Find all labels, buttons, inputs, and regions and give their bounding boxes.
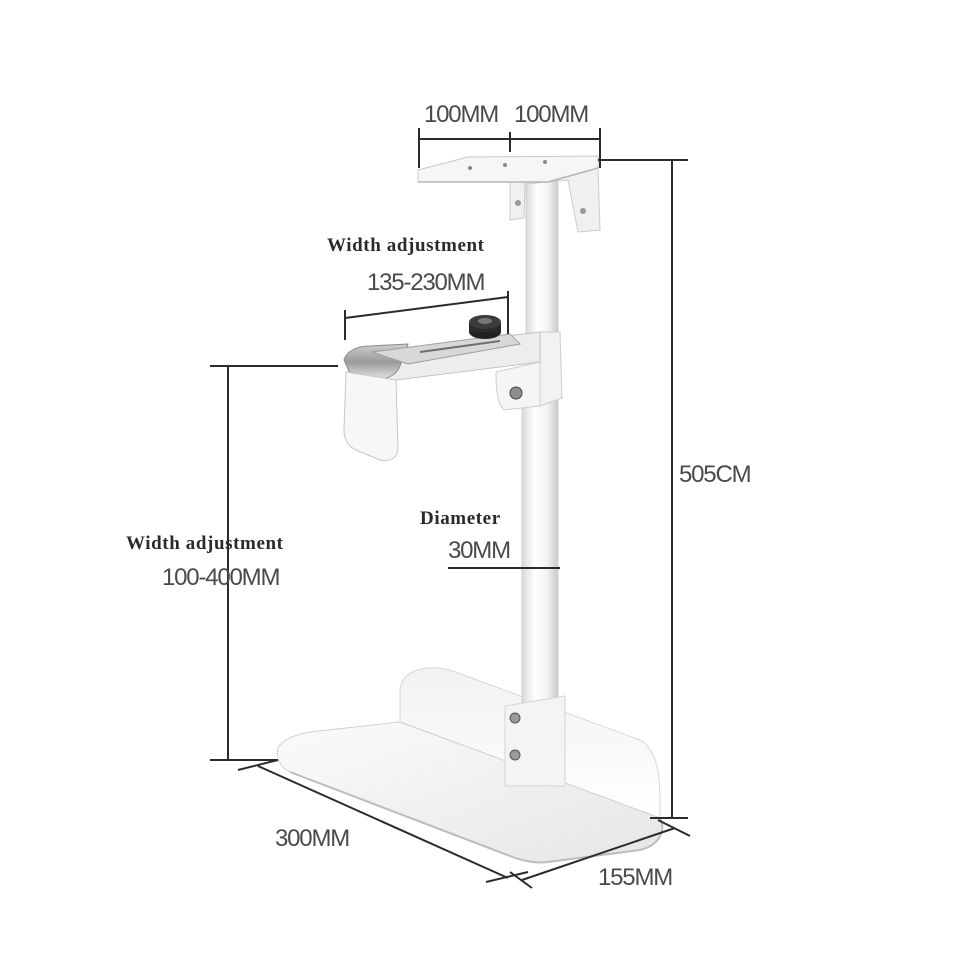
pole-diameter-value: 30MM — [448, 537, 511, 564]
dimension-lines — [210, 128, 691, 889]
holder-clamp — [343, 315, 563, 461]
base-length-value: 300MM — [275, 825, 350, 852]
height-adjustment-range: 100-400MM — [162, 564, 280, 591]
base-depth-value: 155MM — [598, 864, 673, 891]
top-plate-left-width: 100MM — [424, 101, 499, 128]
total-height-value: 505CM — [679, 461, 752, 488]
top-mounting-plate — [417, 155, 601, 233]
pole-diameter-caption: Diameter — [420, 508, 501, 529]
top-plate-right-width: 100MM — [514, 101, 589, 128]
height-adjustment-caption: Width adjustment — [126, 533, 284, 554]
holder-adjustment-range: 135-230MM — [367, 269, 485, 296]
holder-adjustment-caption: Width adjustment — [327, 235, 485, 256]
pole — [504, 177, 566, 787]
